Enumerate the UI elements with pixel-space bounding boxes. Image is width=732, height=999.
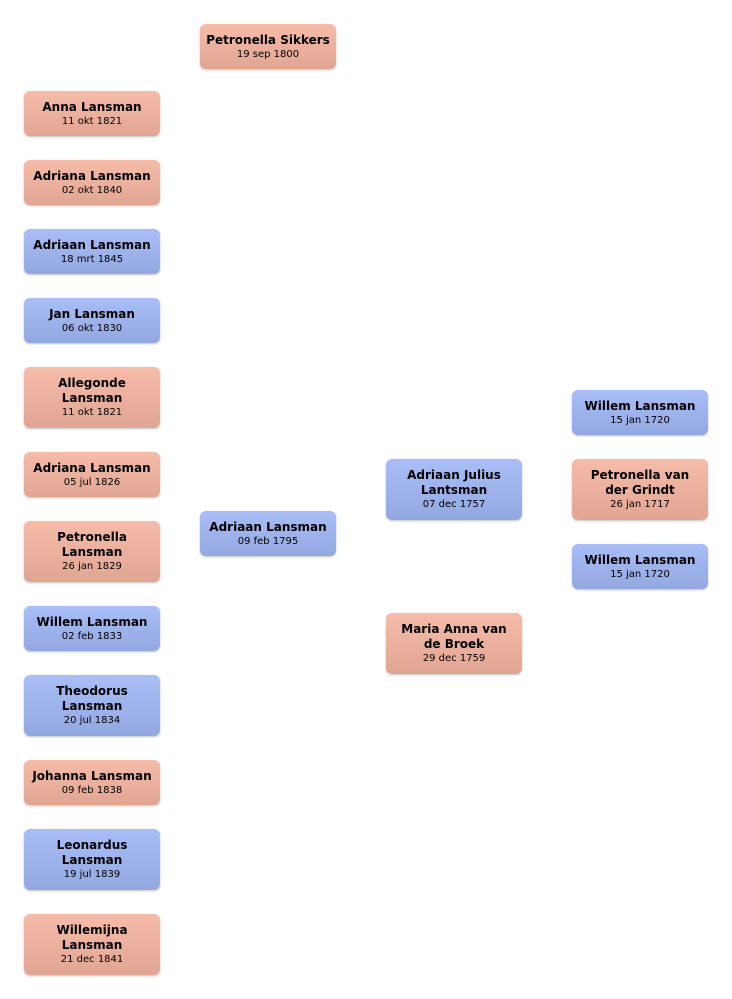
person-date: 07 dec 1757 xyxy=(422,499,486,510)
person-date: 09 feb 1838 xyxy=(61,784,123,796)
person-name: Leonardus Lansman xyxy=(56,838,128,867)
person-date: 09 feb 1795 xyxy=(237,535,299,547)
person-name: Petronella van der Grindt xyxy=(590,468,690,497)
person-name: Petronella Sikkers xyxy=(206,32,330,47)
person-name: Jan Lansman xyxy=(49,306,135,321)
person-name: Adriaan Lansman xyxy=(33,237,151,252)
person-willem-lansman-1833[interactable]: Willem Lansman 02 feb 1833 xyxy=(24,606,160,651)
person-name: Adriaan Lansman xyxy=(209,519,327,534)
person-name: Willemijna Lansman xyxy=(56,923,128,952)
person-name: Willem Lansman xyxy=(36,614,148,629)
person-date: 29 dec 1759 xyxy=(422,653,486,664)
person-date: 15 jan 1720 xyxy=(610,568,670,580)
person-name: Johanna Lansman xyxy=(32,768,152,783)
person-allegonde-lansman[interactable]: Allegonde Lansman 11 okt 1821 xyxy=(24,367,160,428)
person-petronella-lansman[interactable]: Petronella Lansman 26 jan 1829 xyxy=(24,521,160,582)
person-date: 18 mrt 1845 xyxy=(60,253,124,265)
person-date: 21 dec 1841 xyxy=(60,954,124,965)
person-date: 06 okt 1830 xyxy=(61,322,123,334)
person-adriaan-julius-lantsman[interactable]: Adriaan Julius Lantsman 07 dec 1757 xyxy=(386,459,522,520)
person-name: Petronella Lansman xyxy=(57,530,127,559)
person-petronella-sikkers[interactable]: Petronella Sikkers 19 sep 1800 xyxy=(200,24,336,69)
person-name: Maria Anna van de Broek xyxy=(401,622,507,651)
person-name: Adriana Lansman xyxy=(33,460,151,475)
person-date: 02 okt 1840 xyxy=(61,184,123,196)
person-willem-lansman-1720-b[interactable]: Willem Lansman 15 jan 1720 xyxy=(572,544,708,589)
person-maria-anna-van-de-broek[interactable]: Maria Anna van de Broek 29 dec 1759 xyxy=(386,613,522,674)
person-petronella-van-der-grindt[interactable]: Petronella van der Grindt 26 jan 1717 xyxy=(572,459,708,520)
person-date: 05 jul 1826 xyxy=(63,476,121,488)
person-name: Willem Lansman xyxy=(584,398,696,413)
person-date: 19 sep 1800 xyxy=(236,48,300,60)
person-name: Anna Lansman xyxy=(42,99,142,114)
person-date: 19 jul 1839 xyxy=(63,869,121,880)
person-leonardus-lansman[interactable]: Leonardus Lansman 19 jul 1839 xyxy=(24,829,160,890)
person-date: 20 jul 1834 xyxy=(63,715,121,726)
person-date: 11 okt 1821 xyxy=(61,407,123,418)
person-date: 26 jan 1717 xyxy=(610,499,670,510)
person-adriana-lansman-1826[interactable]: Adriana Lansman 05 jul 1826 xyxy=(24,452,160,497)
person-jan-lansman[interactable]: Jan Lansman 06 okt 1830 xyxy=(24,298,160,343)
person-name: Allegonde Lansman xyxy=(58,376,126,405)
person-name: Adriaan Julius Lantsman xyxy=(407,468,501,497)
person-anna-lansman[interactable]: Anna Lansman 11 okt 1821 xyxy=(24,91,160,136)
person-date: 11 okt 1821 xyxy=(61,115,123,127)
person-adriaan-lansman-1845[interactable]: Adriaan Lansman 18 mrt 1845 xyxy=(24,229,160,274)
person-name: Theodorus Lansman xyxy=(56,684,128,713)
person-name: Willem Lansman xyxy=(584,552,696,567)
person-date: 15 jan 1720 xyxy=(610,414,670,426)
person-johanna-lansman[interactable]: Johanna Lansman 09 feb 1838 xyxy=(24,760,160,805)
person-adriana-lansman-1840[interactable]: Adriana Lansman 02 okt 1840 xyxy=(24,160,160,205)
person-date: 26 jan 1829 xyxy=(62,561,122,572)
person-name: Adriana Lansman xyxy=(33,168,151,183)
person-date: 02 feb 1833 xyxy=(61,630,123,642)
person-willem-lansman-1720-a[interactable]: Willem Lansman 15 jan 1720 xyxy=(572,390,708,435)
person-theodorus-lansman[interactable]: Theodorus Lansman 20 jul 1834 xyxy=(24,675,160,736)
person-willemijna-lansman[interactable]: Willemijna Lansman 21 dec 1841 xyxy=(24,914,160,975)
person-adriaan-lansman-1795[interactable]: Adriaan Lansman 09 feb 1795 xyxy=(200,511,336,556)
